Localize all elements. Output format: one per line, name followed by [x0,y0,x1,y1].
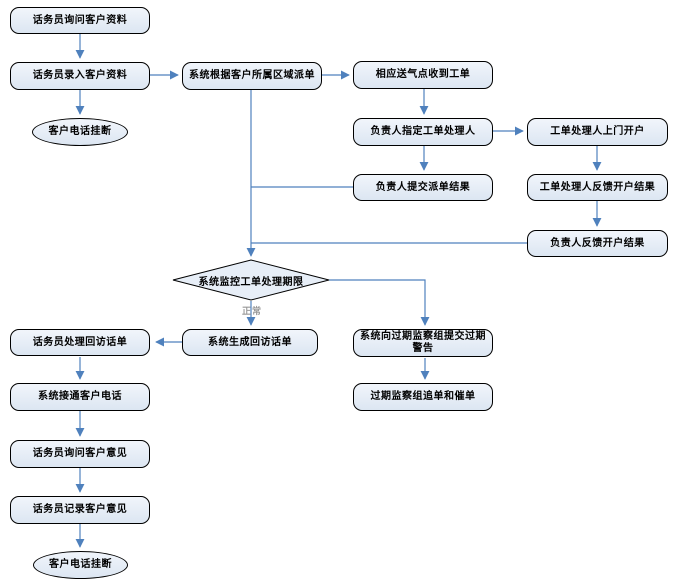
node-submit-dispatch-result: 负责人提交派单结果 [353,174,493,201]
decision-diamond-shape [172,259,330,301]
node-monitor-deadline-decision: 系统监控工单处理期限 [198,276,304,288]
node-enter-customer-info: 话务员录入客户资料 [10,62,150,90]
node-call-hangup-2: 客户电话挂断 [33,551,128,579]
node-handler-onsite-open: 工单处理人上门开户 [527,118,668,146]
node-handle-callback-ticket: 话务员处理回访话单 [10,329,150,356]
node-leader-feedback-result: 负责人反馈开户结果 [527,230,668,257]
node-assign-handler: 负责人指定工单处理人 [353,118,493,146]
node-handler-feedback-result: 工单处理人反馈开户结果 [527,174,668,201]
branch-label-normal: 正常 [241,307,262,317]
node-ask-customer-opinion: 话务员询问客户意见 [10,440,150,468]
node-overdue-warning: 系统向过期监察组提交过期警告 [353,329,493,357]
node-overdue-followup: 过期监察组追单和催单 [353,383,493,411]
node-record-customer-opinion: 话务员记录客户意见 [10,496,150,524]
node-call-hangup-1: 客户电话挂断 [32,118,128,146]
node-ask-customer-info: 话务员询问客户资料 [10,7,150,34]
node-station-receive-order: 相应送气点收到工单 [353,61,493,89]
node-generate-callback-ticket: 系统生成回访话单 [182,329,318,356]
node-connect-customer-call: 系统接通客户电话 [10,383,150,411]
node-dispatch-by-region: 系统根据客户所属区域派单 [182,62,322,90]
